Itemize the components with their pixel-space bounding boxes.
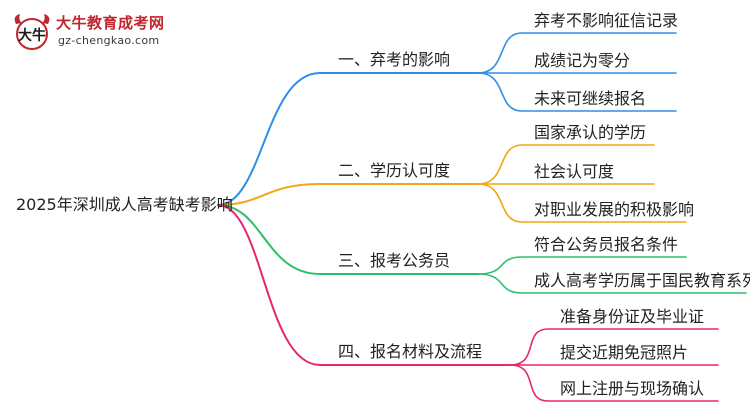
mindmap-root: 2025年深圳成人高考缺考影响 <box>16 195 233 214</box>
leaf-connector <box>477 256 687 275</box>
leaf-label: 对职业发展的积极影响 <box>534 200 695 219</box>
leaf-label: 未来可继续报名 <box>534 89 647 108</box>
branch-connector <box>217 183 479 206</box>
branch-connector <box>217 204 511 366</box>
leaf-label: 成人高考学历属于国民教育系列 <box>534 271 750 290</box>
leaf-label: 符合公务员报名条件 <box>534 235 679 254</box>
branch-label: 三、报考公务员 <box>338 251 451 270</box>
logo-mark-text: 大牛 <box>18 27 46 44</box>
leaf-connector <box>509 328 719 366</box>
leaf-connector <box>477 144 655 185</box>
leaf-label: 成绩记为零分 <box>534 51 631 70</box>
leaf-label: 社会认可度 <box>534 162 615 181</box>
leaf-label: 网上注册与现场确认 <box>560 379 705 398</box>
logo-url: gz-chengkao.com <box>58 34 160 47</box>
leaf-connector <box>477 72 677 112</box>
bull-logo-icon: 大牛 <box>14 14 50 50</box>
branch-connector <box>217 204 479 275</box>
site-logo: 大牛 大牛教育成考网 gz-chengkao.com <box>4 6 174 56</box>
leaf-label: 国家承认的学历 <box>534 123 647 142</box>
logo-title: 大牛教育成考网 <box>56 14 165 32</box>
leaf-connector <box>477 183 687 223</box>
leaf-connector <box>477 273 747 294</box>
branch-connector <box>217 72 479 206</box>
branch-label: 四、报名材料及流程 <box>338 342 483 361</box>
leaf-label: 提交近期免冠照片 <box>560 343 689 362</box>
branch-label: 二、学历认可度 <box>338 161 451 180</box>
leaf-connector <box>509 364 719 402</box>
branch-label: 一、弃考的影响 <box>338 50 451 69</box>
leaf-label: 弃考不影响征信记录 <box>534 11 679 30</box>
leaf-label: 准备身份证及毕业证 <box>560 307 705 326</box>
leaf-connector <box>477 32 677 74</box>
